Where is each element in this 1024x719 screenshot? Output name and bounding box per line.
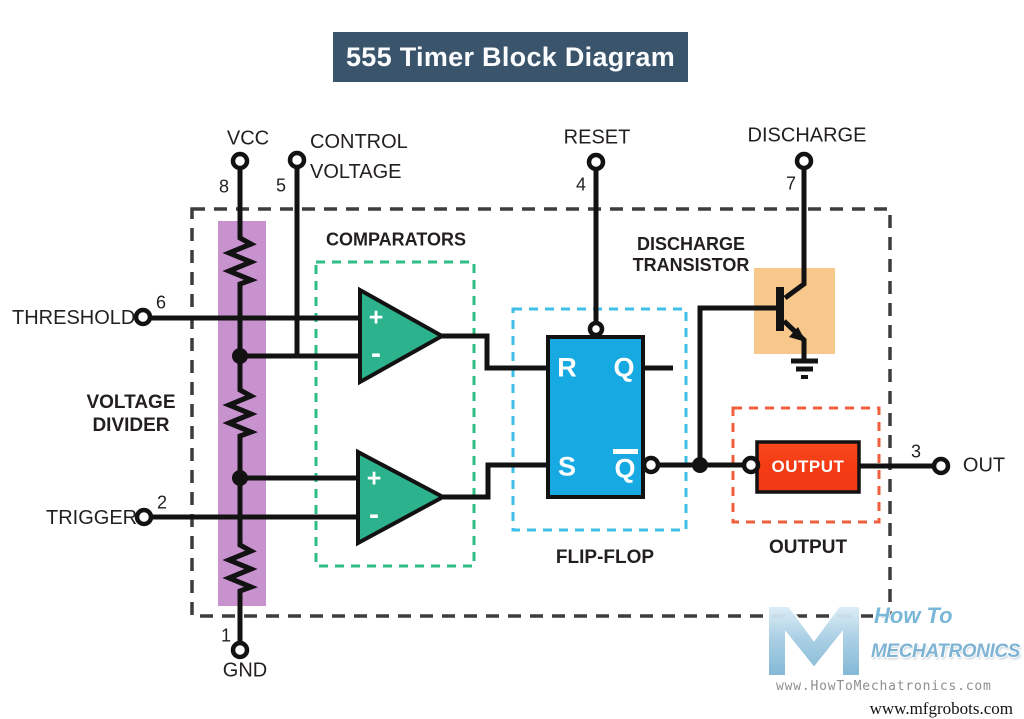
gnd-terminal [230,640,250,660]
flip-flop-dashed-box [511,307,688,532]
flip-flop-body [546,335,645,499]
footer-credit: www.mfgrobots.com [869,699,1013,718]
flip-flop-r: R [557,352,577,383]
comparators-label: COMPARATORS [325,229,467,250]
control-voltage-label-line1: CONTROL [310,131,408,153]
discharge-transistor-label: DISCHARGE TRANSISTOR [633,234,750,276]
node-output [692,457,708,473]
control-voltage-label-line2: VOLTAGE [310,161,402,183]
watermark-brand: MECHATRONICS [871,641,1020,662]
emitter-arrow [789,327,806,342]
gnd-label: GND [222,659,268,682]
control-voltage-label: CONTROL VOLTAGE [310,127,408,187]
wire-compB-to-s [443,462,548,500]
vcc-label: VCC [226,127,270,150]
output-dashed-box [731,406,881,524]
node-one-third [232,470,248,486]
qbar-bubble [641,455,661,475]
comparator-b-minus: - [369,498,379,531]
voltage-divider-label-line2: DIVIDER [92,415,170,436]
discharge-transistor-label-line2: TRANSISTOR [632,255,750,275]
threshold-terminal [133,307,153,327]
transistor-bar [776,287,784,331]
out-terminal [931,456,951,476]
pin-number-7: 7 [785,173,797,194]
wire-compA-to-r [442,333,548,371]
pin-number-6: 6 [155,292,167,313]
vcc-terminal [230,151,250,171]
out-label: OUT [962,454,1006,477]
comparator-a-minus: - [371,337,381,370]
pin-number-2: 2 [156,492,168,513]
comparator-a-plus: + [368,303,384,332]
pin-number-1: 1 [220,625,232,646]
ground-symbol [791,358,818,379]
comparator-b [356,448,448,547]
output-chip-label: OUTPUT [771,457,845,476]
pin-number-5: 5 [275,175,287,196]
junction-dots [232,348,708,486]
reset-terminal [586,152,606,172]
output-chip [755,440,861,494]
page-title: 555 Timer Block Diagram [333,32,688,82]
flip-flop-label: FLIP-FLOP [555,547,655,568]
wires [150,166,935,644]
flip-flop-q: Q [613,352,635,383]
output-input-bubble [741,455,761,475]
transistor-highlight [754,268,835,354]
wire-voltage-divider [222,166,258,644]
flip-flop-q-bar: Q [614,453,636,484]
trigger-label: TRIGGER [46,507,138,529]
discharge-transistor-label-line1: DISCHARGE [636,234,745,254]
pin-number-3: 3 [910,441,922,462]
voltage-divider-label: VOLTAGE DIVIDER [86,391,175,437]
wire-discharge [783,168,807,301]
pin-number-8: 8 [218,176,230,197]
control-voltage-terminal [287,150,307,170]
reset-label: RESET [563,126,631,149]
pin-number-4: 4 [575,174,587,195]
reset-input-bubble [587,320,605,338]
pin-terminals [133,150,951,660]
watermark-url: www.HowToMechatronics.com [776,679,992,694]
discharge-label: DISCHARGE [747,124,867,147]
flip-flop-s: S [557,451,577,482]
comparator-a [358,286,447,386]
comparator-b-plus: + [366,464,382,493]
node-two-thirds [232,348,248,364]
comparators-dashed-box [314,260,476,568]
watermark-how-to: How To [874,603,953,628]
wire-base-riser [697,305,777,465]
threshold-label: THRESHOLD [12,307,136,329]
trigger-terminal [134,507,154,527]
voltage-divider-label-line1: VOLTAGE [86,392,176,413]
mechatronics-m-logo [767,605,861,677]
discharge-terminal [794,151,814,171]
output-section-label: OUTPUT [768,537,848,558]
q-bar-overline [613,449,638,454]
ic-boundary-dashed-box [190,207,892,618]
